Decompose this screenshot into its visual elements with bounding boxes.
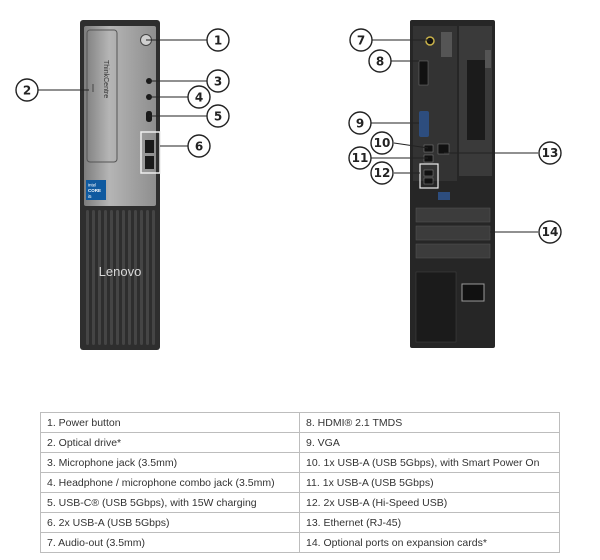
usb-rear-group-box <box>419 163 439 189</box>
front-upper-panel <box>84 26 156 206</box>
callout-3: 3 <box>214 75 222 89</box>
table-cell: 5. USB-C® (USB 5Gbps), with 15W charging <box>40 492 300 513</box>
expansion-card-slot <box>415 243 491 259</box>
callout-10: 10 <box>374 136 391 150</box>
table-cell: 4. Headphone / microphone combo jack (3.… <box>40 472 300 493</box>
table-cell: 3. Microphone jack (3.5mm) <box>40 452 300 473</box>
table-row: 6. 2x USB-A (USB 5Gbps)13. Ethernet (RJ-… <box>40 512 560 533</box>
table-row: 4. Headphone / microphone combo jack (3.… <box>40 472 560 493</box>
table-cell: 1. Power button <box>40 412 300 433</box>
usb-a-front-port[interactable] <box>145 140 154 153</box>
callout-9: 9 <box>356 117 364 131</box>
table-cell: 12. 2x USB-A (Hi-Speed USB) <box>299 492 560 513</box>
hdmi-port[interactable] <box>418 60 429 86</box>
callout-2: 2 <box>23 84 31 98</box>
rear-panel-latch <box>441 32 452 57</box>
callouts <box>38 39 538 233</box>
table-row: 5. USB-C® (USB 5Gbps), with 15W charging… <box>40 492 560 513</box>
usb-a-smart-power-port[interactable] <box>423 144 434 153</box>
grille-rib <box>116 210 119 345</box>
callout-1: 1 <box>214 34 222 48</box>
intel-badge: intel CORE i5 <box>86 180 106 200</box>
audio-out-port[interactable] <box>425 36 435 46</box>
callout-13: 13 <box>542 146 559 160</box>
badge-label: CORE <box>88 188 101 193</box>
grille-rib <box>152 210 155 345</box>
callout-badges: 1 2 3 4 5 6 7 8 9 10 11 12 13 14 <box>15 28 562 244</box>
grille-rib <box>146 210 149 345</box>
table-cell: 2. Optical drive* <box>40 432 300 453</box>
table-row: 3. Microphone jack (3.5mm)10. 1x USB-A (… <box>40 452 560 473</box>
table-cell: 9. VGA <box>299 432 560 453</box>
rear-dvi-connector <box>438 192 450 200</box>
table-cell: 11. 1x USB-A (USB 5Gbps) <box>299 472 560 493</box>
grille-rib <box>134 210 137 345</box>
grille-rib <box>128 210 131 345</box>
table-row: 2. Optical drive*9. VGA <box>40 432 560 453</box>
series-label: ThinkCentre <box>102 60 109 98</box>
front-view: ThinkCentre intel CORE i5 Lenovo <box>80 20 161 350</box>
grille-rib <box>98 210 101 345</box>
psu-vent <box>467 60 485 140</box>
grille-rib <box>140 210 143 345</box>
table-cell: 13. Ethernet (RJ-45) <box>299 512 560 533</box>
usb-a-hispeed-port[interactable] <box>423 177 434 185</box>
grille-rib <box>92 210 95 345</box>
table-cell: 6. 2x USB-A (USB 5Gbps) <box>40 512 300 533</box>
expansion-card-slot <box>415 225 491 241</box>
callout-8: 8 <box>376 55 384 69</box>
badge-number: i5 <box>88 194 92 199</box>
callout-4: 4 <box>195 91 203 105</box>
psu-slot <box>485 50 491 68</box>
rear-fan-vent <box>415 271 457 343</box>
optical-drive-slot <box>86 29 118 163</box>
product-diagram: ThinkCentre intel CORE i5 Lenovo <box>15 20 562 350</box>
badge-brand: intel <box>88 183 96 188</box>
vga-port[interactable] <box>419 111 429 137</box>
grille-rib <box>110 210 113 345</box>
callout-7: 7 <box>357 34 365 48</box>
expansion-card-slot <box>415 207 491 223</box>
table-cell: 14. Optional ports on expansion cards* <box>299 532 560 553</box>
rear-view <box>410 20 495 348</box>
power-inlet[interactable] <box>461 283 485 302</box>
ethernet-port[interactable] <box>437 143 450 155</box>
callout-11: 11 <box>352 151 369 165</box>
lenovo-logo: Lenovo <box>99 264 142 279</box>
callout-14: 14 <box>542 225 559 239</box>
usb-a-hispeed-port[interactable] <box>423 169 434 177</box>
table-cell: 8. HDMI® 2.1 TMDS <box>299 412 560 433</box>
table-cell: 7. Audio-out (3.5mm) <box>40 532 300 553</box>
grille-rib <box>104 210 107 345</box>
callout-5: 5 <box>214 110 222 124</box>
table-cell: 10. 1x USB-A (USB 5Gbps), with Smart Pow… <box>299 452 560 473</box>
callout-6: 6 <box>195 140 203 154</box>
table-row: 7. Audio-out (3.5mm)14. Optional ports o… <box>40 532 560 553</box>
front-grille <box>86 210 155 345</box>
usb-a-front-port[interactable] <box>145 156 154 169</box>
grille-rib <box>122 210 125 345</box>
callout-12: 12 <box>374 166 391 180</box>
usb-front-group-box <box>140 131 161 174</box>
grille-rib <box>86 210 89 345</box>
